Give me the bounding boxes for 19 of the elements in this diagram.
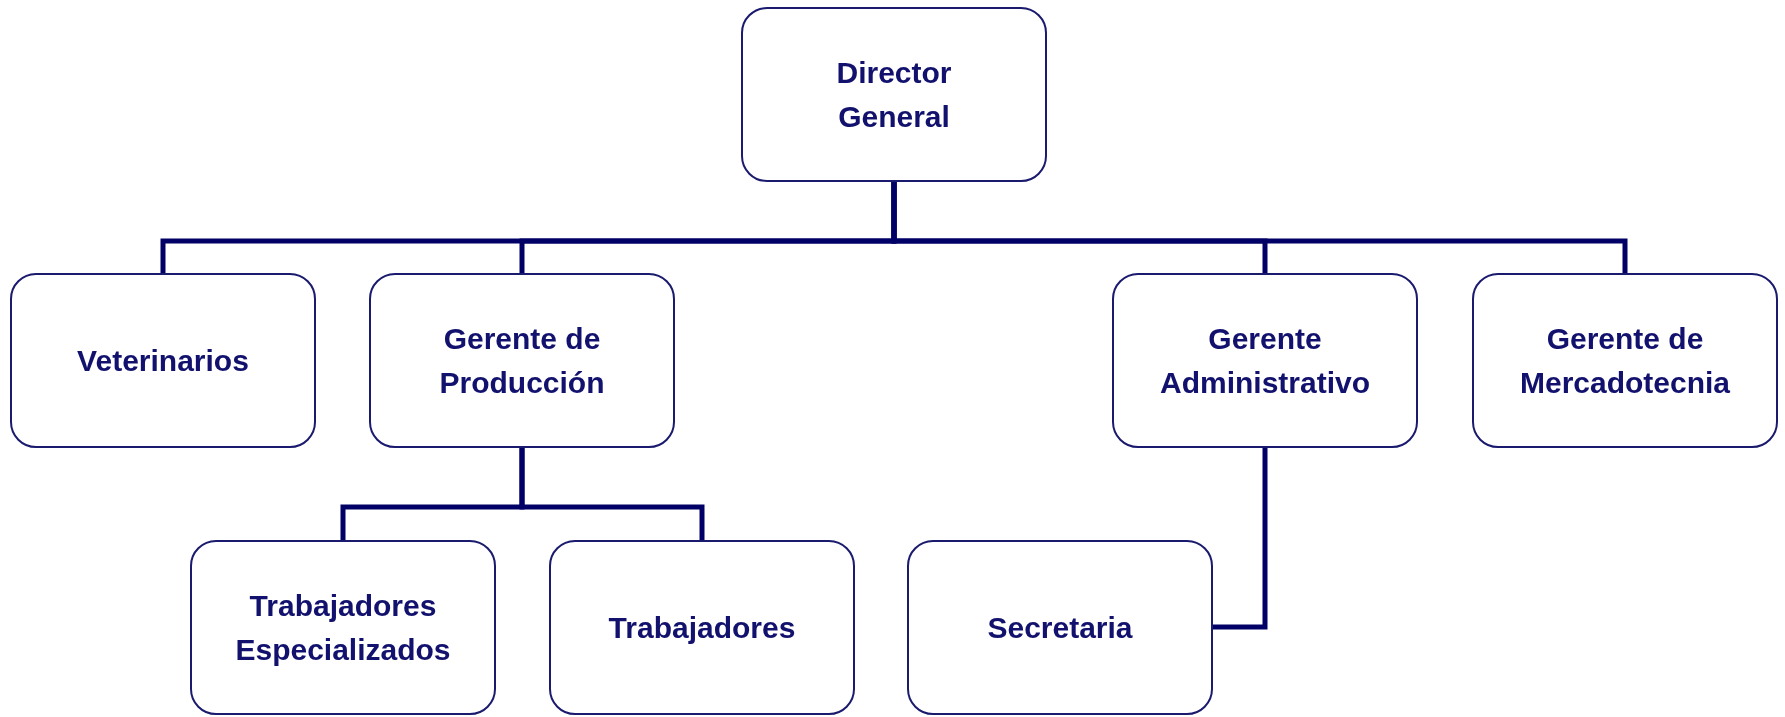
role-title: Gerente de Producción xyxy=(438,320,606,401)
role-title: Veterinarios xyxy=(77,342,249,379)
connector-line xyxy=(1213,448,1268,630)
role-title: Trabajadores Especializados xyxy=(234,587,452,668)
org-box xyxy=(369,273,675,448)
role-title: Gerente Administrativo xyxy=(1159,320,1371,401)
connector-line xyxy=(891,182,1628,273)
org-box xyxy=(10,273,316,448)
role-title: Director General xyxy=(835,54,953,135)
role-title: Secretaria xyxy=(987,609,1133,646)
connector-line xyxy=(519,448,705,540)
org-box xyxy=(1112,273,1418,448)
role-title: Gerente de Mercadotecnia xyxy=(1518,320,1732,401)
org-box xyxy=(907,540,1213,715)
org-box xyxy=(1472,273,1778,448)
org-box xyxy=(190,540,496,715)
org-box xyxy=(741,7,1047,182)
org-box xyxy=(549,540,855,715)
role-title: Trabajadores xyxy=(608,609,796,646)
